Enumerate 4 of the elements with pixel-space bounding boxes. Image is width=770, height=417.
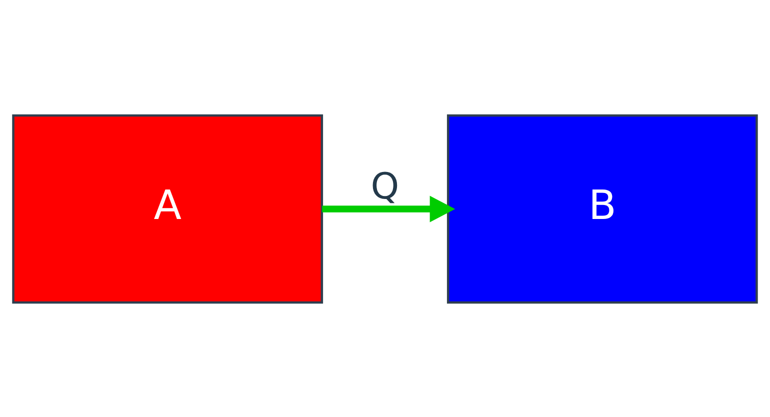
node-box: A [12,114,324,304]
arrow [322,195,456,222]
node-box: B [446,114,758,304]
edge-label: Q [370,166,400,207]
